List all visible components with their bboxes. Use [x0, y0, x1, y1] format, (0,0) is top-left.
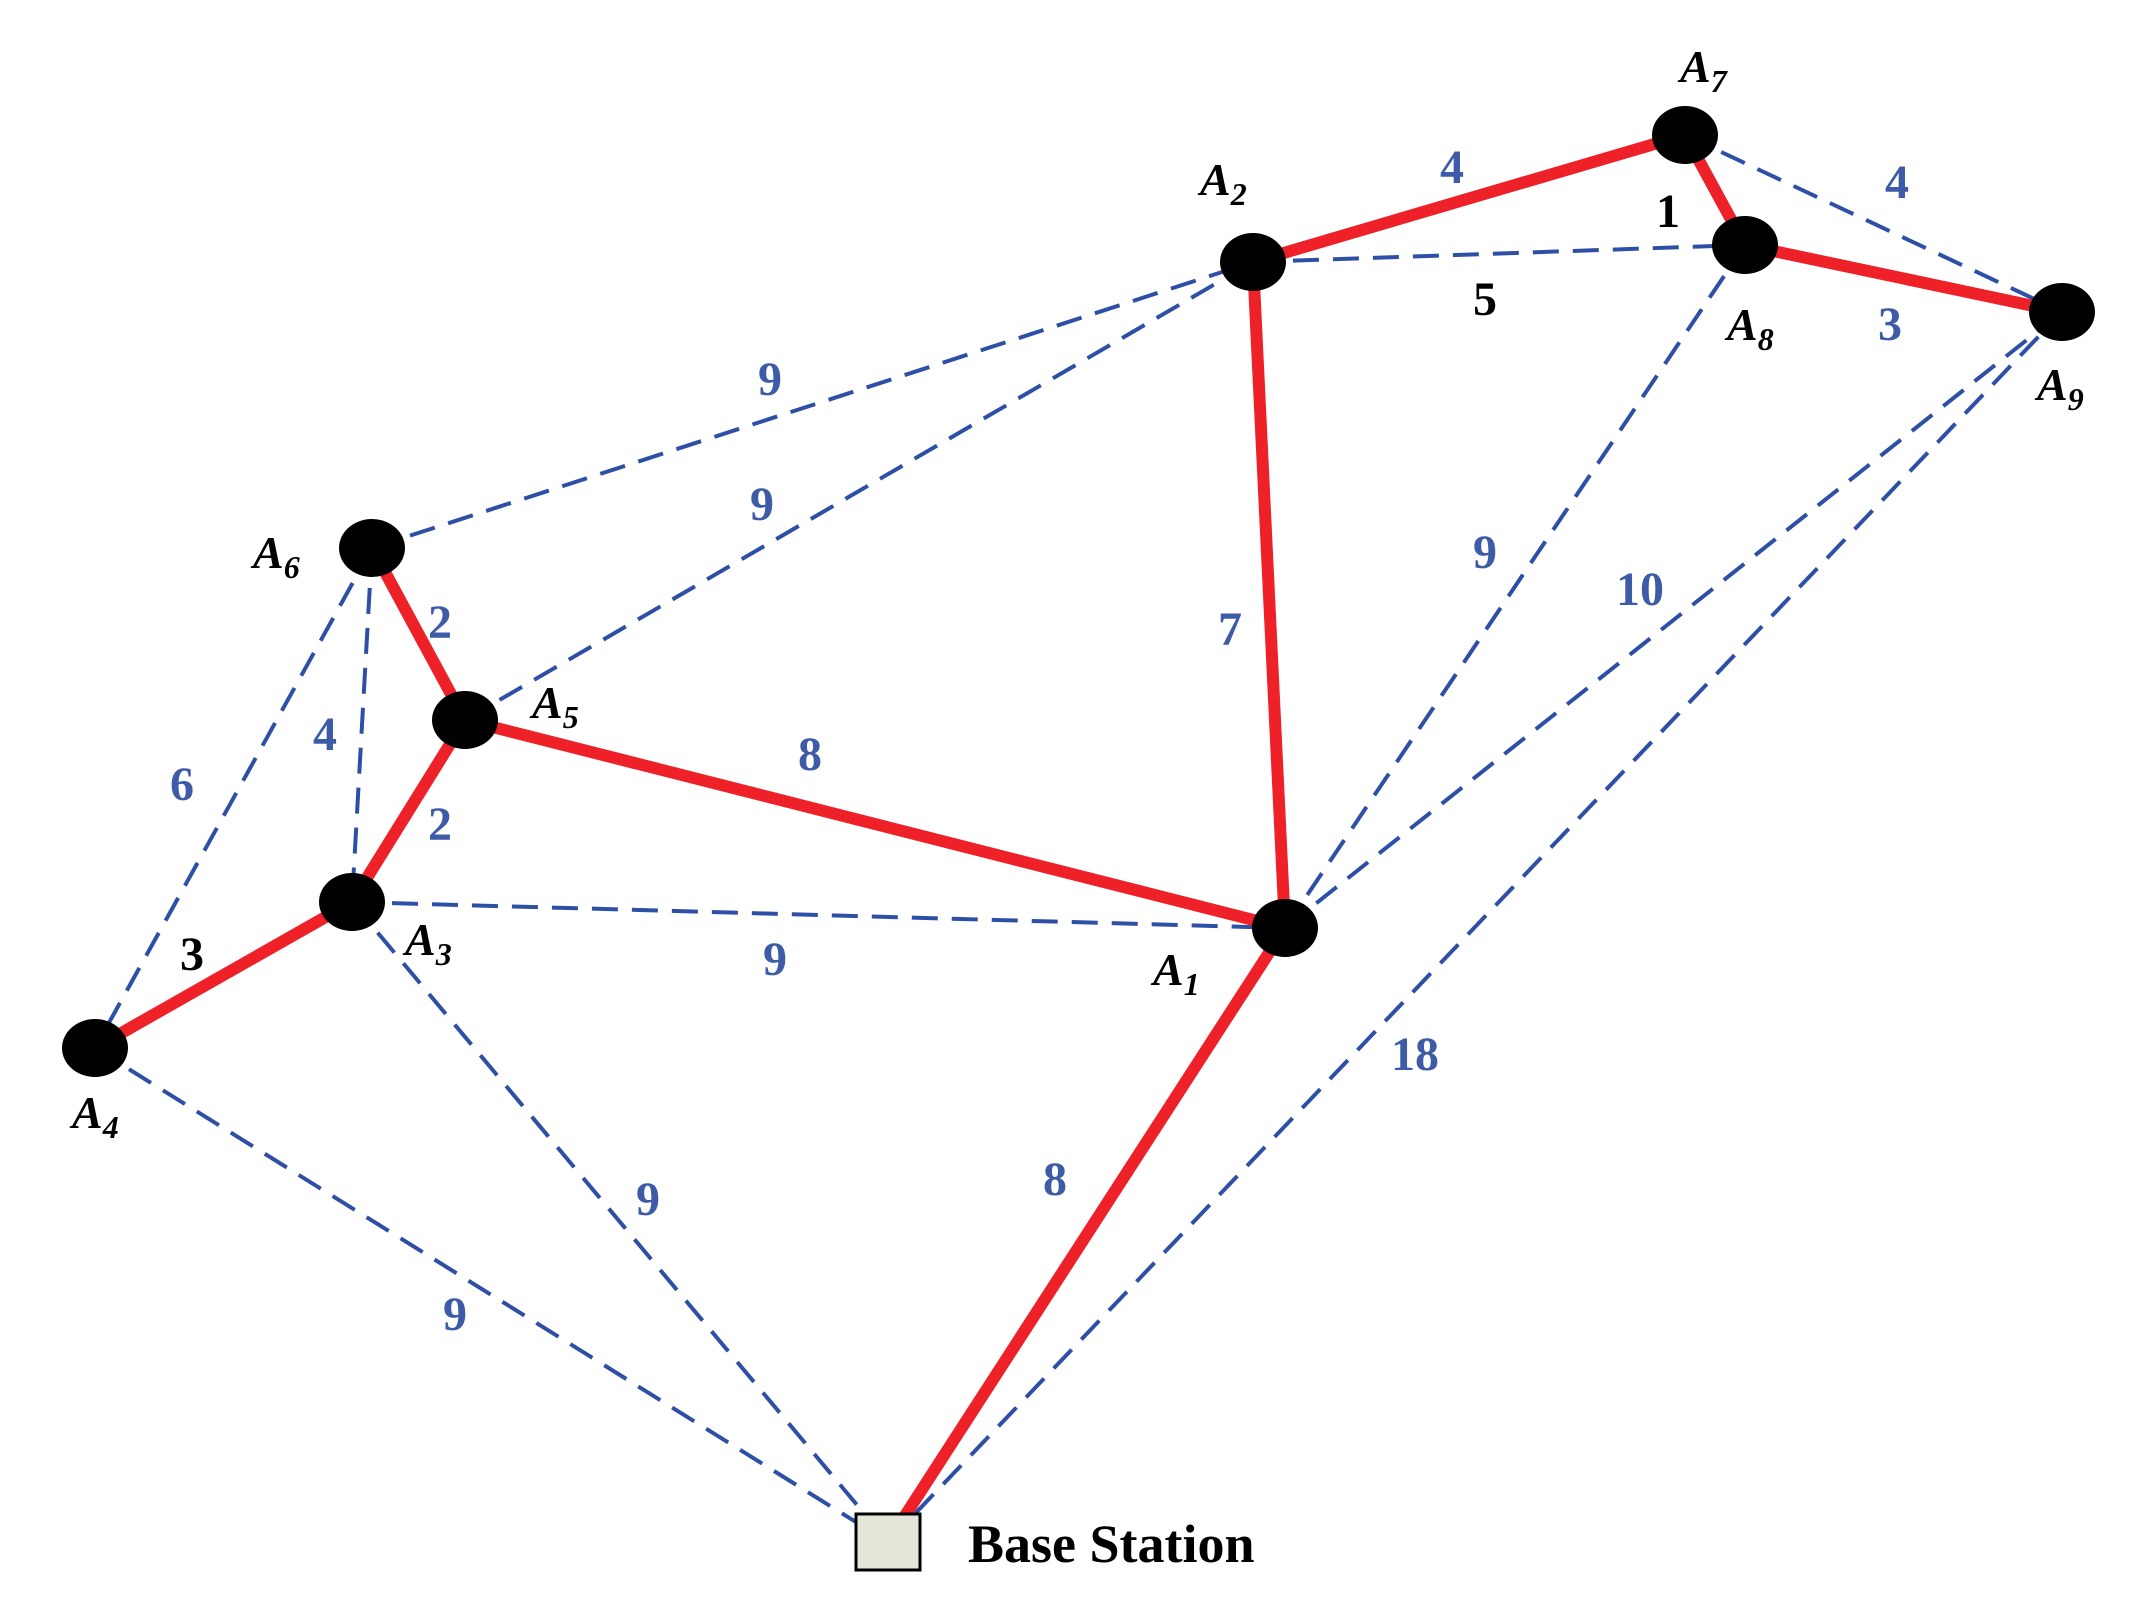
node-A6 [339, 519, 405, 577]
tree-edge-weight-A3-A4: 3 [180, 928, 204, 981]
tree-edge-weight-A1-A2: 7 [1218, 603, 1242, 656]
node-label-A7: A7 [1677, 41, 1729, 99]
node-A5 [432, 691, 498, 749]
edge-weight-labels: 8 7 4 1 3 8 2 2 3 9 9 5 4 9 10 18 9 4 6 9 9 [170, 141, 1909, 1341]
node-label-A1: A1 [1150, 944, 1200, 1002]
node-label-A6: A6 [250, 527, 300, 585]
node-label-A3: A3 [402, 914, 452, 972]
node-A2 [1220, 233, 1286, 291]
dashed-edge-BS-A9 [886, 310, 2064, 1544]
tree-edge-A3-A4 [89, 896, 358, 1054]
node-A8 [1712, 216, 1778, 274]
tree-edge-weight-A2-A7: 4 [1440, 141, 1464, 194]
base-station-label: Base Station [968, 1514, 1255, 1574]
node-label-A5: A5 [529, 677, 579, 735]
dashed-edge-weight-A6-A3: 4 [313, 708, 337, 761]
tree-edge-A1-A2 [1247, 256, 1291, 934]
tree-edge-weight-A1-A5: 8 [798, 728, 822, 781]
tree-edge-BS-A1 [882, 922, 1291, 1548]
node-A9 [2029, 283, 2095, 341]
dashed-edge-A2-A8 [1252, 243, 1746, 264]
node-A4 [62, 1019, 128, 1077]
tree-edge-A2-A7 [1247, 129, 1691, 268]
tree-edge-weight-A5-A6: 2 [428, 596, 452, 649]
dashed-edge-weight-BS-A9: 18 [1391, 1028, 1439, 1081]
node-label-A4: A4 [69, 1087, 119, 1145]
dashed-edge-weight-A2-A8: 5 [1473, 273, 1497, 326]
dashed-edge-A4-BS [93, 1046, 890, 1544]
dashed-edge-weight-A7-A9: 4 [1885, 156, 1909, 209]
dashed-edge-A6-A3 [350, 547, 374, 903]
dashed-edge-weight-A6-A4: 6 [170, 758, 194, 811]
dashed-edge-weight-A4-BS: 9 [443, 1288, 467, 1341]
dashed-edges [93, 133, 2064, 1544]
tree-edge-weight-A5-A3: 2 [428, 798, 452, 851]
dashed-edge-weight-A3-A1: 9 [763, 933, 787, 986]
tree-edge-A1-A5 [459, 714, 1291, 934]
dashed-edge-weight-A3-BS: 9 [636, 1173, 660, 1226]
tree-edge-A8-A9 [1739, 239, 2068, 318]
dashed-edge-A5-A2 [463, 260, 1255, 722]
dashed-edge-weight-A1-A8: 9 [1473, 526, 1497, 579]
dashed-edge-A3-BS [350, 900, 890, 1544]
base-station-marker [854, 1512, 922, 1572]
node-label-A8: A8 [1724, 299, 1774, 357]
tree-edges [89, 129, 2068, 1548]
dashed-edge-weight-A1-A9: 10 [1616, 563, 1664, 616]
tree-edge-weight-A8-A9: 3 [1878, 298, 1902, 351]
dashed-edge-weight-A5-A2: 9 [750, 478, 774, 531]
node-label-A9: A9 [2034, 359, 2084, 417]
base-station: Base Station [854, 1512, 1255, 1574]
tree-edge-weight-BS-A1: 8 [1043, 1153, 1067, 1206]
node-A3 [319, 873, 385, 931]
dashed-edge-A6-A2 [371, 260, 1254, 550]
dashed-edge-A1-A9 [1283, 310, 2064, 930]
dashed-edge-A1-A8 [1283, 243, 1747, 930]
dashed-edge-A3-A1 [351, 900, 1286, 930]
node-label-A2: A2 [1197, 154, 1247, 212]
dashed-edge-A7-A9 [1684, 133, 2063, 314]
tree-edge-weight-A7-A8: 1 [1656, 185, 1680, 238]
dashed-edge-A6-A4 [93, 547, 374, 1049]
node-A1 [1252, 899, 1318, 957]
dashed-edge-weight-A6-A2: 9 [758, 353, 782, 406]
tree-edge-A5-A3 [346, 714, 471, 908]
node-A7 [1652, 106, 1718, 164]
tree-edge-A5-A6 [366, 542, 471, 726]
